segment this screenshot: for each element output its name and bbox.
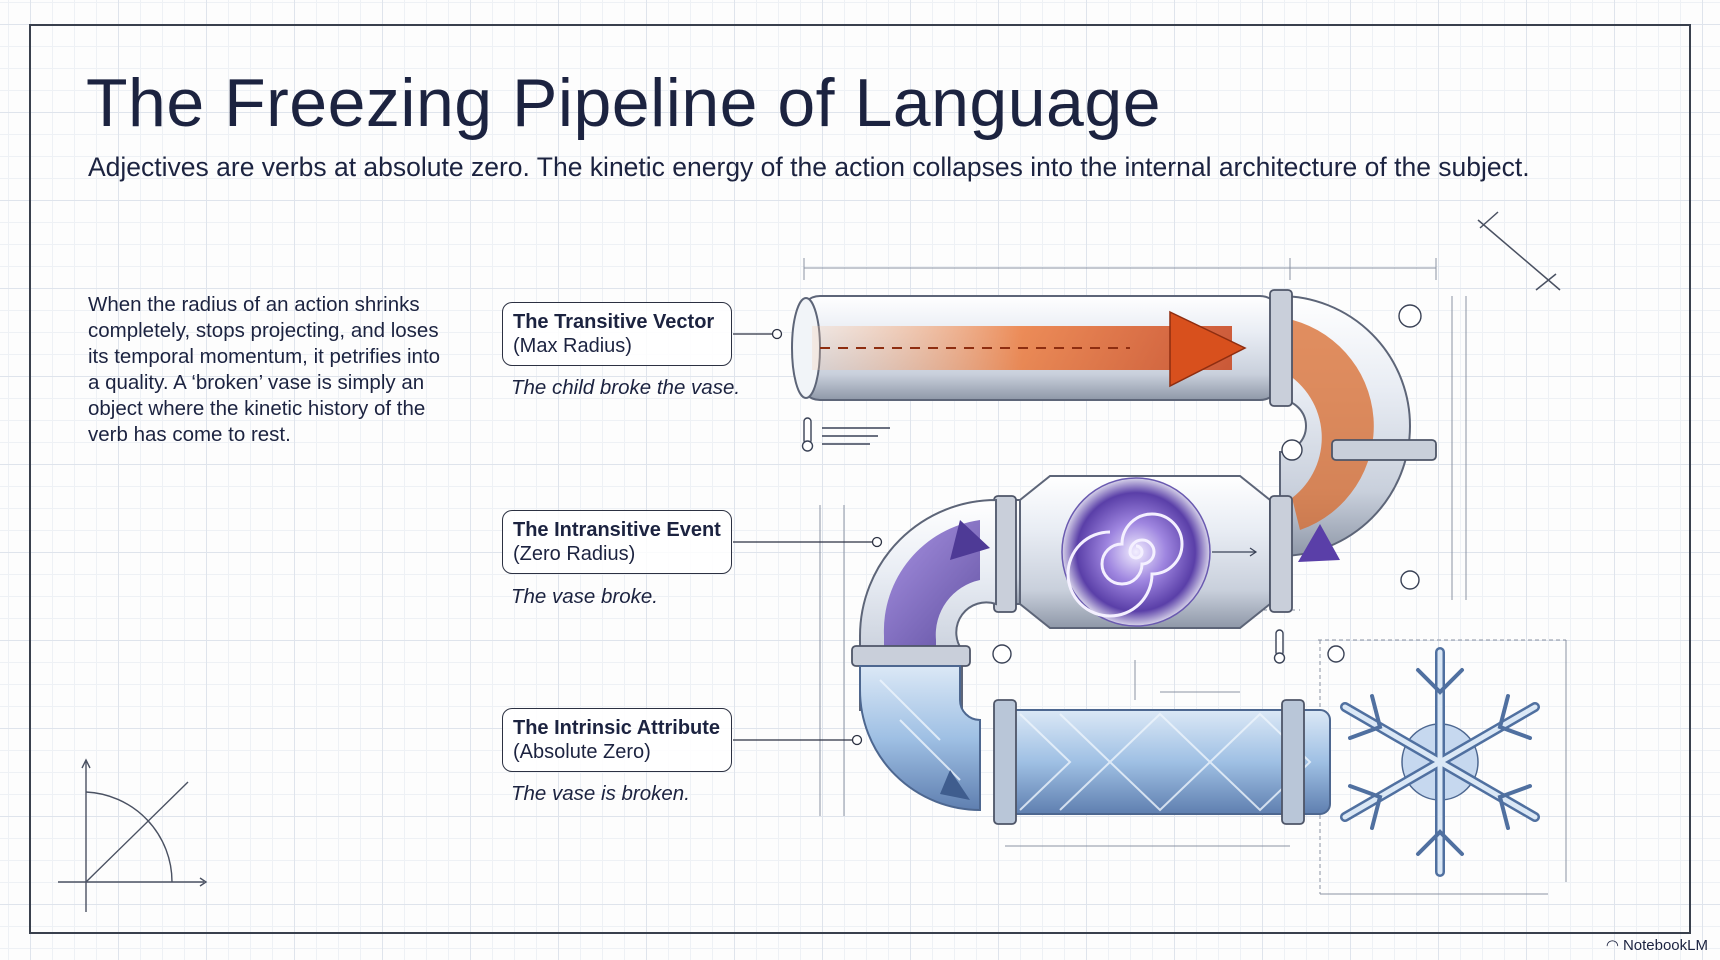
purple-elbow xyxy=(851,498,997,711)
stage-radius: (Max Radius) xyxy=(513,335,632,357)
notebooklm-logo-icon: ◠ xyxy=(1605,937,1619,954)
stage-name: The Intrinsic Attribute xyxy=(513,717,721,739)
attribute-pipe xyxy=(859,665,1331,825)
intransitive-chamber xyxy=(993,475,1293,629)
stage-example: The child broke the vase. xyxy=(511,376,741,399)
page-title: The Freezing Pipeline of Language xyxy=(86,65,1162,141)
hot-elbow xyxy=(1269,289,1437,562)
stage-example: The vase broke. xyxy=(511,585,658,608)
explanation-text: When the radius of an action shrinks com… xyxy=(88,293,441,446)
thermometer-icon-small xyxy=(1273,629,1286,664)
transitive-pipe xyxy=(791,295,1281,401)
stage-example: The vase is broken. xyxy=(511,782,690,805)
stage-box-transitive: The Transitive Vector (Max Radius) xyxy=(502,302,732,366)
stage-radius: (Zero Radius) xyxy=(513,543,636,565)
stage-name: The Transitive Vector xyxy=(513,311,715,333)
blueprint-frame xyxy=(29,24,1691,934)
notebooklm-watermark: ◠ NotebookLM xyxy=(1605,936,1708,955)
crosshair-mark xyxy=(1477,211,1561,291)
protractor-sketch xyxy=(58,758,208,912)
stage-name: The Intransitive Event xyxy=(513,519,721,541)
brand-label: NotebookLM xyxy=(1622,936,1708,954)
gauge-icons xyxy=(992,304,1422,664)
stage-box-attribute: The Intrinsic Attribute (Absolute Zero) xyxy=(502,708,732,772)
page-subtitle: Adjectives are verbs at absolute zero. T… xyxy=(88,152,1530,182)
stage-box-intransitive: The Intransitive Event (Zero Radius) xyxy=(502,510,732,574)
snowflake-icon xyxy=(1340,647,1540,877)
dimension-lines xyxy=(803,258,1567,895)
spiral-vortex-icon xyxy=(1066,512,1184,618)
stage-radius: (Absolute Zero) xyxy=(513,741,651,763)
thermometer-icon xyxy=(801,417,890,452)
leader-lines xyxy=(733,328,883,746)
